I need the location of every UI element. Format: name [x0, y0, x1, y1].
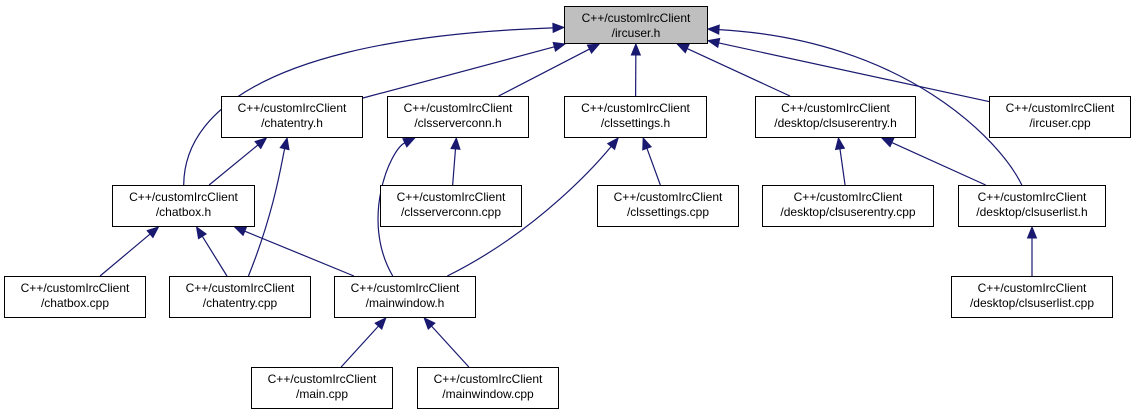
node-clsuserentry-h[interactable]: C++/customIrcClient /desktop/clsuserentr…	[755, 96, 916, 138]
node-line2: /desktop/clsuserentry.h	[774, 116, 897, 130]
arrowhead-chatentry_h	[279, 136, 290, 151]
arrowhead-clsuserlist_h	[1026, 225, 1038, 239]
node-line2: /desktop/clsuserentry.cpp	[780, 205, 916, 219]
node-clsserverconn-h[interactable]: C++/customIrcClient /clsserverconn.h	[387, 96, 529, 138]
node-line1: C++/customIrcClient	[977, 190, 1087, 204]
edge-ircuser_cpp-to-ircuser_h	[718, 42, 990, 103]
edge-clsuserentry_h-to-ircuser_h	[686, 48, 791, 97]
arrowhead-chatbox_h	[146, 226, 160, 239]
node-line2: /chatbox.cpp	[40, 296, 110, 310]
arrowhead-clssettings_h	[606, 136, 620, 151]
arrowhead-ircuser_h	[706, 37, 721, 49]
arrowhead-clsserverconn_h	[450, 136, 461, 150]
node-line2: /clsserverconn.h	[414, 116, 502, 130]
arrowhead-chatbox_h	[195, 225, 208, 240]
edge-main_cpp-to-mainwindow_h	[340, 325, 379, 368]
edge-mainwindow_cpp-to-mainwindow_h	[431, 325, 470, 368]
node-line1: C++/customIrcClient	[350, 281, 460, 295]
node-line1: C++/customIrcClient	[267, 372, 377, 386]
node-line2: /ircuser.h	[611, 26, 661, 40]
node-line1: C++/customIrcClient	[237, 101, 347, 115]
node-clsserverconn-cpp[interactable]: C++/customIrcClient /clsserverconn.cpp	[380, 185, 522, 227]
node-line2: /main.cpp	[295, 387, 349, 401]
node-main-cpp[interactable]: C++/customIrcClient /main.cpp	[251, 367, 393, 409]
arrowhead-mainwindow_h	[374, 317, 387, 331]
node-line1: C++/customIrcClient	[396, 190, 506, 204]
node-line1: C++/customIrcClient	[403, 101, 513, 115]
arrowhead-ircuser_h	[630, 42, 642, 56]
arrowhead-ircuser_h	[586, 43, 601, 54]
arrowhead-mainwindow_h	[423, 317, 436, 331]
arrowhead-clsuserentry_h	[880, 137, 895, 148]
edge-clsserverconn_cpp-to-clsserverconn_h	[452, 148, 457, 186]
edge-clsserverconn_h-to-ircuser_h	[498, 48, 590, 97]
node-line2: /chatbox.h	[155, 205, 212, 219]
node-line1: C++/customIrcClient	[793, 190, 903, 204]
node-ircuser-cpp[interactable]: C++/customIrcClient /ircuser.cpp	[989, 96, 1131, 138]
edge-clssettings_cpp-to-clssettings_h	[646, 148, 661, 186]
edge-chatentry_h-to-ircuser_h	[362, 46, 555, 99]
node-line2: /clsserverconn.cpp	[400, 205, 502, 219]
node-clsuserlist-h[interactable]: C++/customIrcClient /desktop/clsuserlist…	[958, 185, 1106, 227]
node-line2: /mainwindow.cpp	[442, 387, 534, 401]
edge-chatentry_cpp-to-chatbox_h	[201, 236, 228, 277]
node-clssettings-cpp[interactable]: C++/customIrcClient /clssettings.cpp	[597, 185, 739, 227]
arrowhead-ircuser_h	[552, 22, 566, 34]
node-line2: /chatentry.h	[261, 116, 323, 130]
arrowhead-ircuser_h	[552, 41, 567, 53]
node-line1: C++/customIrcClient	[185, 281, 295, 295]
edge-clsuserlist_h-to-clsuserentry_h	[891, 141, 986, 186]
node-chatentry-cpp[interactable]: C++/customIrcClient /chatentry.cpp	[169, 276, 311, 318]
arrowhead-chatentry_h	[254, 137, 268, 150]
node-line1: C++/customIrcClient	[781, 101, 890, 115]
node-mainwindow-cpp[interactable]: C++/customIrcClient /mainwindow.cpp	[417, 367, 559, 409]
arrowhead-clssettings_h	[642, 136, 653, 151]
arrowhead-clsserverconn_h	[402, 137, 416, 148]
edge-chatentry_cpp-to-chatentry_h	[247, 148, 286, 277]
edge-mainwindow_h-to-chatbox_h	[244, 230, 355, 277]
node-mainwindow-h[interactable]: C++/customIrcClient /mainwindow.h	[334, 276, 476, 318]
node-line1: C++/customIrcClient	[581, 101, 690, 115]
arrowhead-clsuserentry_h	[834, 136, 846, 151]
node-chatbox-h[interactable]: C++/customIrcClient /chatbox.h	[112, 185, 255, 227]
edge-chatbox_h-to-chatentry_h	[208, 144, 259, 186]
node-line1: C++/customIrcClient	[581, 11, 691, 25]
node-clsuserlist-cpp[interactable]: C++/customIrcClient /desktop/clsuserlist…	[951, 276, 1113, 318]
node-ircuser-h: C++/customIrcClient /ircuser.h	[564, 6, 708, 44]
edge-clsuserlist_h-to-ircuser_h	[718, 29, 1023, 186]
node-line1: C++/customIrcClient	[129, 190, 238, 204]
node-line2: /desktop/clsuserlist.cpp	[969, 296, 1095, 310]
arrowhead-chatbox_h	[233, 226, 248, 237]
node-line2: /clssettings.h	[600, 116, 671, 130]
edge-mainwindow_h-to-clssettings_h	[447, 146, 612, 277]
node-line2: /clssettings.cpp	[626, 205, 710, 219]
edge-chatbox_cpp-to-chatbox_h	[99, 233, 151, 277]
node-line1: C++/customIrcClient	[613, 190, 723, 204]
arrowhead-ircuser_h	[676, 43, 690, 54]
node-line2: /mainwindow.h	[365, 296, 445, 310]
edge-clsuserentry_cpp-to-clsuserentry_h	[839, 148, 846, 186]
node-line2: /desktop/clsuserlist.h	[976, 205, 1088, 219]
arrowhead-ircuser_h	[706, 24, 720, 35]
node-line1: C++/customIrcClient	[433, 372, 543, 386]
node-chatentry-h[interactable]: C++/customIrcClient /chatentry.h	[221, 96, 363, 138]
node-clsuserentry-cpp[interactable]: C++/customIrcClient /desktop/clsuserentr…	[762, 185, 934, 227]
node-line1: C++/customIrcClient	[1005, 101, 1115, 115]
node-line2: /chatentry.cpp	[202, 296, 278, 310]
node-line1: C++/customIrcClient	[20, 281, 130, 295]
node-chatbox-cpp[interactable]: C++/customIrcClient /chatbox.cpp	[4, 276, 146, 318]
node-line2: /ircuser.cpp	[1029, 116, 1091, 130]
node-line1: C++/customIrcClient	[977, 281, 1087, 295]
node-clssettings-h[interactable]: C++/customIrcClient /clssettings.h	[564, 96, 707, 138]
